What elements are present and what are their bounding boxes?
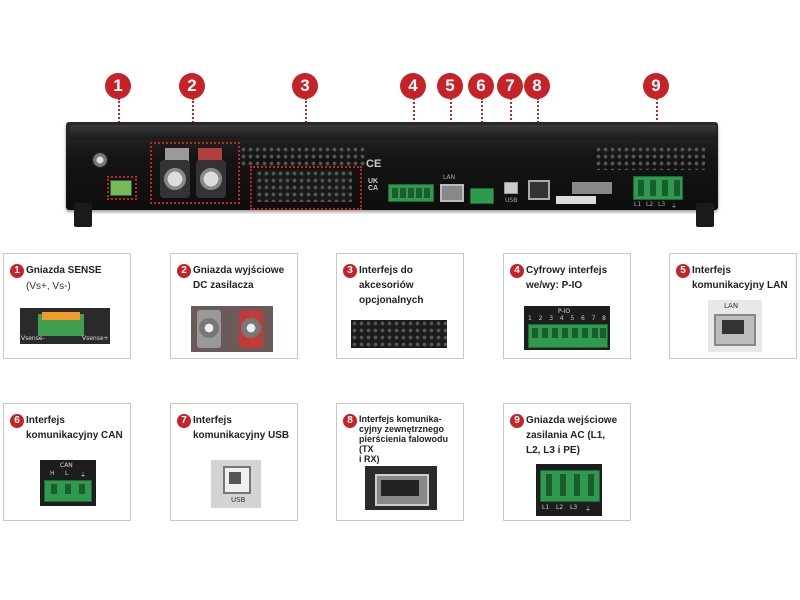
ac-label-l3: L3 (658, 201, 666, 208)
dc-output-minus-terminal (160, 160, 190, 198)
pio-connector (388, 184, 434, 202)
chassis-top-edge (70, 125, 716, 139)
ground-post (92, 152, 108, 168)
leader-line-2 (192, 98, 194, 142)
fiber-port (528, 180, 550, 200)
vsense-minus-label: Vsense- (21, 335, 45, 342)
accessory-cover (256, 170, 352, 202)
card-number: 9 (510, 414, 524, 428)
accessory-highlight (250, 166, 362, 210)
ac-input-photo: L1 L2 L3 ⏚ (536, 464, 602, 516)
sense-connector (110, 180, 132, 196)
fiber-port-photo (365, 466, 437, 510)
card-number: 2 (177, 264, 191, 278)
card-sense: 1 Gniazda SENSE (Vs+, Vs-) Vsense- Vsens… (3, 253, 131, 359)
card-title: Gniazda SENSE (26, 265, 102, 276)
usb-port-label: USB (505, 197, 518, 204)
sense-highlight (107, 176, 137, 200)
marker-8: 8 (524, 73, 550, 99)
dc-output-photo (191, 306, 273, 352)
card-number: 1 (10, 264, 24, 278)
usb-label: USB (231, 496, 246, 504)
marker-7: 7 (497, 73, 523, 99)
lan-port (440, 184, 464, 202)
dc-output-highlight (150, 142, 240, 204)
vent-upper (240, 146, 365, 166)
accessory-cover-photo (351, 320, 447, 348)
serial-label-sticker (556, 196, 596, 204)
lan-port-photo: LAN (708, 300, 762, 352)
marker-3: 3 (292, 73, 318, 99)
ac-input-connector (633, 176, 683, 200)
lan-label: LAN (724, 302, 739, 310)
foot-left (74, 203, 92, 227)
marker-6: 6 (468, 73, 494, 99)
ac-label-pe: ⏚ (671, 203, 678, 210)
card-number: 5 (676, 264, 690, 278)
marker-5: 5 (437, 73, 463, 99)
card-fiber: 8 Interfejs komunika-cyjny zewnętrznego … (336, 403, 464, 521)
card-subtitle: (Vs+, Vs-) (26, 281, 71, 292)
marker-1: 1 (105, 73, 131, 99)
pio-pin-numbers: 1 2 3 4 5 6 7 8 (528, 315, 606, 322)
dc-output-plus-terminal (196, 160, 226, 198)
pio-connector-photo: P-IO 1 2 3 4 5 6 7 8 (524, 306, 610, 350)
marker-2: 2 (179, 73, 205, 99)
card-title: Interfejs komunika-cyjny zewnętrznego pi… (359, 414, 449, 464)
usb-port-photo: USB (211, 460, 261, 508)
vsense-plus-label: Vsense+ (82, 335, 109, 342)
card-number: 3 (343, 264, 357, 278)
marker-9: 9 (643, 73, 669, 99)
can-label: CAN (60, 462, 73, 469)
can-connector (470, 188, 494, 204)
ukca-mark: UK CA (368, 178, 379, 192)
device-rear-panel-image: 1 2 3 4 5 6 7 8 9 CE UK CA LAN USB (0, 0, 800, 235)
rear-connector-block (572, 182, 612, 194)
pio-label: P-IO (558, 308, 571, 315)
lan-port-label: LAN (443, 174, 456, 181)
ce-mark: CE (366, 158, 382, 170)
vent-right (595, 146, 705, 170)
card-number: 8 (343, 414, 357, 428)
card-number: 4 (510, 264, 524, 278)
ac-label-l1: L1 (634, 201, 642, 208)
foot-right (696, 203, 714, 227)
card-number: 6 (10, 414, 24, 428)
ac-label-l2: L2 (646, 201, 654, 208)
marker-4: 4 (400, 73, 426, 99)
can-connector-photo: CAN H L ⏚ (40, 460, 96, 506)
sense-connector-photo: Vsense- Vsense+ (20, 308, 110, 344)
usb-port (504, 182, 518, 194)
card-number: 7 (177, 414, 191, 428)
